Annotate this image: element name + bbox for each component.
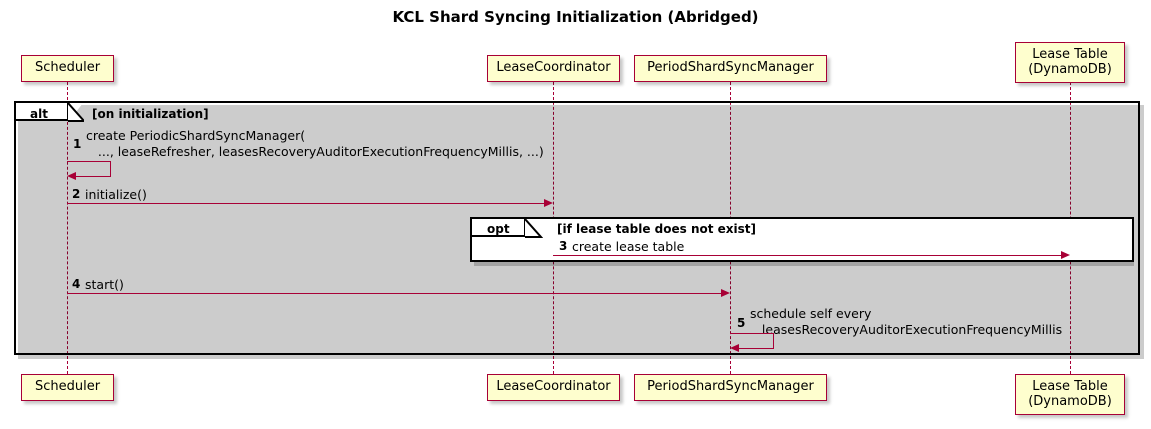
opt-frame-condition: [if lease table does not exist] xyxy=(557,222,757,236)
participant-leasecoordinator-bottom[interactable]: LeaseCoordinator xyxy=(487,374,620,401)
diagram-title: KCL Shard Syncing Initialization (Abridg… xyxy=(392,8,759,26)
message-1-arrowhead xyxy=(67,172,76,180)
message-3-text: create lease table xyxy=(572,239,685,254)
opt-frame xyxy=(470,217,1134,262)
participant-leasecoordinator-top[interactable]: LeaseCoordinator xyxy=(487,55,620,82)
alt-frame-tab-notch-edge xyxy=(68,103,84,123)
participant-periodshardsyncmanager-top[interactable]: PeriodShardSyncManager xyxy=(634,55,827,82)
message-5-arrow-bottom xyxy=(739,348,774,349)
message-1-arrow-top xyxy=(67,161,111,162)
alt-frame-condition: [on initialization] xyxy=(92,107,209,121)
message-2-number: 2 xyxy=(72,187,81,201)
message-4-text: start() xyxy=(85,277,124,292)
message-1-arrow-right xyxy=(110,161,111,176)
message-3-number: 3 xyxy=(559,239,568,253)
opt-frame-tab-notch xyxy=(525,219,543,241)
message-5-arrow-top xyxy=(730,333,774,334)
message-4-arrow xyxy=(67,293,722,294)
alt-frame-label: alt xyxy=(30,107,48,121)
lifeline-scheduler xyxy=(67,82,68,374)
participant-scheduler-bottom[interactable]: Scheduler xyxy=(21,374,114,401)
message-1-number: 1 xyxy=(73,137,82,151)
participant-scheduler-top[interactable]: Scheduler xyxy=(21,55,114,82)
participant-periodshardsyncmanager-bottom[interactable]: PeriodShardSyncManager xyxy=(634,374,827,401)
message-5-text: schedule self every leasesRecoveryAudito… xyxy=(750,306,1063,337)
message-5-arrowhead xyxy=(730,344,739,352)
message-1-text: create PeriodicShardSyncManager( ..., le… xyxy=(86,128,544,159)
message-2-arrow xyxy=(67,203,545,204)
message-5-number: 5 xyxy=(737,316,746,330)
participant-leasetable-bottom[interactable]: Lease Table (DynamoDB) xyxy=(1015,374,1125,415)
opt-frame-label: opt xyxy=(487,222,510,236)
message-3-arrow xyxy=(553,255,1061,256)
message-4-number: 4 xyxy=(72,277,81,291)
alt-frame xyxy=(14,101,1140,355)
message-1-arrow-bottom xyxy=(76,176,111,177)
message-3-arrowhead xyxy=(1061,251,1070,259)
participant-leasetable-top[interactable]: Lease Table (DynamoDB) xyxy=(1015,42,1125,83)
message-5-arrow-right xyxy=(773,333,774,348)
message-2-arrowhead xyxy=(544,199,553,207)
message-2-text: initialize() xyxy=(85,187,147,202)
message-4-arrowhead xyxy=(721,289,730,297)
